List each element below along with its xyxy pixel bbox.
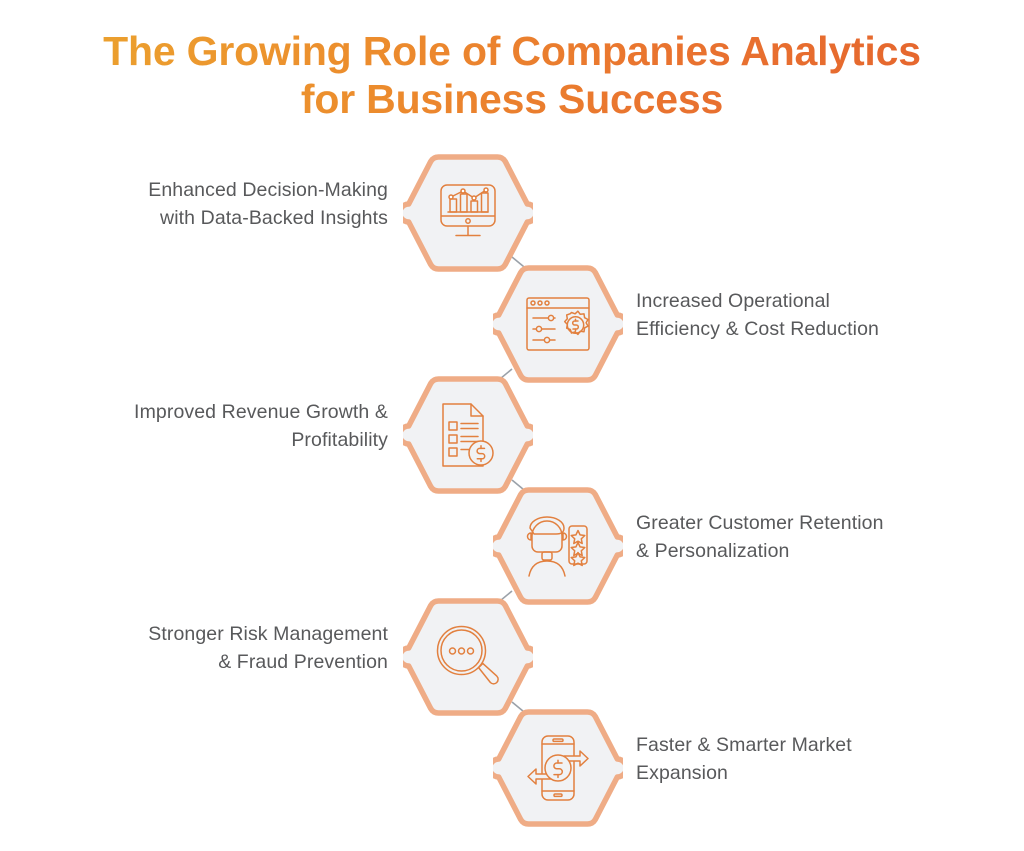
step-2-hexagon[interactable] (493, 263, 623, 385)
step-6-label: Faster & Smarter Market Expansion (636, 734, 852, 785)
step-3[interactable]: Improved Revenue Growth & Profitability (0, 374, 1024, 504)
step-5-hexagon[interactable] (403, 596, 533, 718)
step-2[interactable]: Increased Operational Efficiency & Cost … (0, 263, 1024, 393)
step-4[interactable]: Greater Customer Retention & Personaliza… (0, 485, 1024, 615)
magnifier-dots-icon (403, 596, 533, 718)
step-6[interactable]: Faster & Smarter Market Expansion (0, 707, 1024, 837)
mobile-money-transfer-icon (493, 707, 623, 829)
step-3-hexagon[interactable] (403, 374, 533, 496)
hexagon-shape (403, 598, 533, 716)
hexagon-shape (403, 376, 533, 494)
page-title: The Growing Role of Companies Analytics … (0, 28, 1024, 124)
steps-flow: Enhanced Decision-Making with Data-Backe… (0, 140, 1024, 851)
hexagon-shape (493, 265, 623, 383)
step-3-label: Improved Revenue Growth & Profitability (134, 401, 388, 452)
browser-gear-dollar-icon (493, 263, 623, 385)
hexagon-shape (493, 487, 623, 605)
monitor-analytics-icon (403, 152, 533, 274)
step-6-hexagon[interactable] (493, 707, 623, 829)
step-4-hexagon[interactable] (493, 485, 623, 607)
hexagon-shape (403, 154, 533, 272)
step-1[interactable]: Enhanced Decision-Making with Data-Backe… (0, 152, 1024, 282)
step-1-hexagon[interactable] (403, 152, 533, 274)
title-line-1: The Growing Role of Companies Analytics (103, 28, 921, 74)
step-4-label: Greater Customer Retention & Personaliza… (636, 512, 884, 563)
document-checklist-dollar-icon (403, 374, 533, 496)
customer-rating-stars-icon (493, 485, 623, 607)
step-5[interactable]: Stronger Risk Management & Fraud Prevent… (0, 596, 1024, 726)
title-line-2: for Business Success (300, 75, 724, 122)
step-5-label: Stronger Risk Management & Fraud Prevent… (148, 623, 388, 674)
step-2-label: Increased Operational Efficiency & Cost … (636, 290, 879, 341)
step-1-label: Enhanced Decision-Making with Data-Backe… (148, 179, 388, 230)
